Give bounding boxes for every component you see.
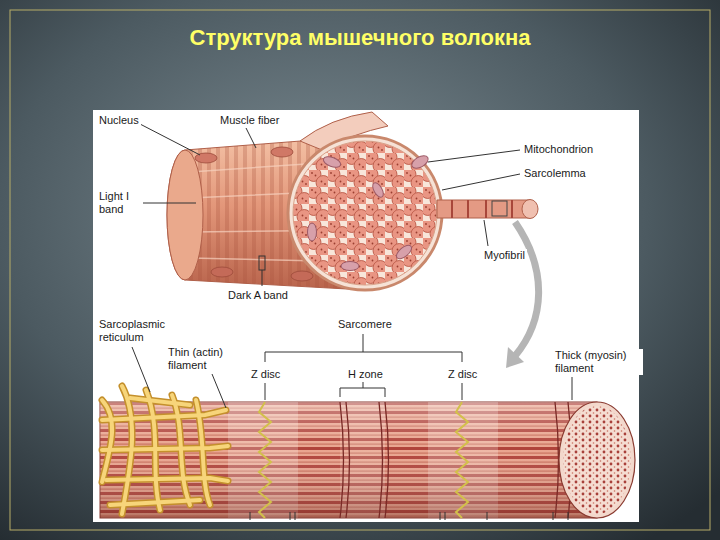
- part-label: Nucleus: [97, 114, 141, 127]
- mitochondrion: [308, 153, 431, 270]
- myofibril: [437, 200, 538, 219]
- leader-line: [132, 124, 572, 408]
- zone-label: Z disc: [249, 368, 282, 381]
- bracket: [259, 256, 462, 397]
- part-label: Muscle fiber: [218, 114, 281, 127]
- zone-label: H zone: [346, 368, 385, 381]
- figure-panel: [93, 110, 639, 522]
- part-label: Sarcomere: [336, 318, 394, 331]
- zoom-arrow: [506, 222, 539, 368]
- band-label: Dark A band: [226, 289, 290, 302]
- part-label: Mitochondrion: [522, 143, 595, 156]
- filament-label: Thick (myosin) filament: [553, 349, 643, 375]
- zone-label: Z disc: [446, 368, 479, 381]
- muscle-fiber: [160, 112, 442, 295]
- z-disc: [259, 402, 468, 518]
- cross-section: [288, 136, 442, 290]
- part-label: Sarcolemma: [522, 167, 588, 180]
- filament-label: Thin (actin) filament: [166, 346, 238, 372]
- slide-title: Структура мышечного волокна: [0, 24, 720, 52]
- part-label: Sarcoplasmic reticulum: [97, 318, 185, 344]
- band-edges: [340, 402, 572, 518]
- part-label: Myofibril: [482, 249, 527, 262]
- band-label: Light I band: [97, 190, 143, 216]
- sarcoplasmic-reticulum: [102, 386, 228, 514]
- slide-frame: [10, 10, 710, 530]
